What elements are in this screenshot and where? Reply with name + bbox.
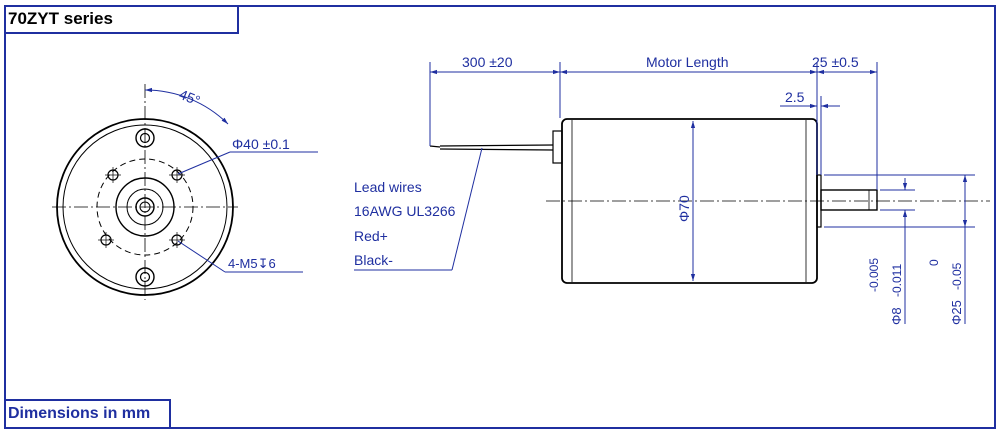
outer-frame <box>4 5 996 429</box>
output-shaft <box>820 189 878 211</box>
shaft-dia-label: Φ8 <box>889 307 904 325</box>
mounting-hole-nw <box>105 167 121 183</box>
shaft-tol-lower: -0.011 <box>890 264 904 297</box>
mounting-hole-ne <box>169 167 185 183</box>
angle-label: 45° <box>177 86 203 109</box>
boss-tol-lower: -0.05 <box>950 262 964 290</box>
units-label: Dimensions in mm <box>5 399 171 428</box>
step-label: 2.5 <box>785 89 805 105</box>
lead-wire-1 <box>439 144 554 147</box>
lead-wires-line2: 16AWG UL3266 <box>354 203 456 219</box>
series-title: 70ZYT series <box>5 6 239 34</box>
lead-wires-line4: Black- <box>354 252 393 268</box>
boss-tol-upper: 0 <box>927 259 941 266</box>
body-diameter-label: Φ70 <box>676 195 692 222</box>
terminal-bottom <box>135 267 155 287</box>
lead-wires-line3: Red+ <box>354 228 388 244</box>
rear-boss <box>552 130 563 164</box>
mounting-hole-sw <box>98 232 114 248</box>
shaft-length-label: 25 ±0.5 <box>812 54 859 70</box>
lead-wire-2 <box>439 148 554 151</box>
mounting-hole-se <box>169 232 185 248</box>
shaft-tol-upper: -0.005 <box>867 258 881 292</box>
motor-length-label: Motor Length <box>646 54 729 70</box>
boss-dia-label: Φ25 <box>949 300 964 325</box>
thread-label: 4-M5↧6 <box>228 256 276 271</box>
terminal-top <box>135 128 155 148</box>
bolt-circle-label: Φ40 ±0.1 <box>232 136 290 152</box>
side-view <box>429 118 990 284</box>
wire-length-label: 300 ±20 <box>462 54 513 70</box>
end-view <box>52 84 238 300</box>
side-view-dimensions <box>354 62 975 324</box>
lead-wires-line1: Lead wires <box>354 179 422 195</box>
end-view-dimensions <box>144 87 318 273</box>
